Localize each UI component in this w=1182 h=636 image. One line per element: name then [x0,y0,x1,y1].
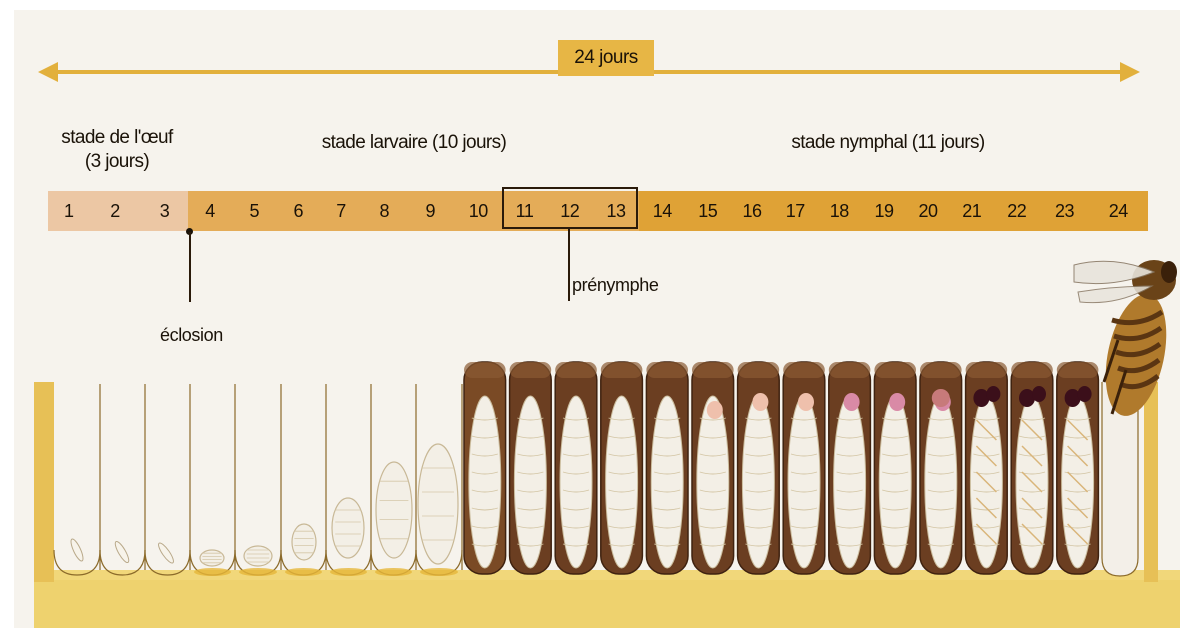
larva-icon [418,444,458,564]
comb-base-shade [34,580,1180,628]
day-cell-22: 22 [994,191,1041,231]
pupa-eye-pink [889,393,905,411]
cell-cap [692,362,734,378]
pupa-eye-pink [798,393,814,411]
pupa-icon [697,396,729,568]
day-cell-23: 23 [1040,191,1090,231]
cell-cap [510,362,552,378]
day-cell-2: 2 [89,191,141,231]
day-cell-10: 10 [454,191,503,231]
cell-cap [646,362,688,378]
larva-icon [244,546,272,566]
egg-icon [156,541,175,565]
day-cell-8: 8 [362,191,407,231]
pupa-icon [651,396,683,568]
cell-cap [829,362,871,378]
hatching-line [189,232,191,302]
day-cell-17: 17 [774,191,818,231]
pupa-icon [742,396,774,568]
royal-jelly [420,568,458,576]
cell-cap [1011,362,1053,378]
royal-jelly [330,568,367,576]
day-cell-24: 24 [1089,191,1148,231]
royal-jelly [239,568,277,576]
pupa-icon [560,396,592,568]
cell-cap [874,362,916,378]
pupa-eye-pink [844,393,860,411]
nymph-stage-label: stade nymphal (11 jours) [788,131,988,155]
day-cell-3: 3 [141,191,189,231]
larva-stage-label: stade larvaire (10 jours) [314,131,514,155]
bee-part [1161,261,1177,283]
hatching-label: éclosion [160,325,223,346]
egg-icon [113,540,131,564]
pupa-icon [514,396,546,568]
cell-cap [738,362,780,378]
arrow-right-head [1120,62,1140,82]
cell-cap [555,362,597,378]
pupa-eye-dark [1032,386,1046,402]
prenymph-bracket [502,187,638,229]
total-duration-label: 24 jours [558,40,654,76]
larva-icon [292,524,316,560]
arrow-left-head [38,62,58,82]
egg-stage-label: stade de l'œuf (3 jours) [42,126,192,174]
day-cell-5: 5 [232,191,278,231]
day-cell-21: 21 [950,191,995,231]
day-cell-16: 16 [730,191,774,231]
egg-icon [69,538,85,563]
prenymph-line [568,229,570,301]
cell-cap [966,362,1008,378]
cell-cap [783,362,825,378]
day-cell-1: 1 [48,191,90,231]
larva-icon [376,462,412,558]
pupa-icon [925,396,957,568]
prenymph-label: prénymphe [572,275,658,296]
cell-cap [464,362,506,378]
pupa-eye-pink [752,393,768,411]
cell-cap [601,362,643,378]
pupa-icon [879,396,911,568]
day-cell-6: 6 [277,191,321,231]
pupa-icon [606,396,638,568]
bee-development-diagram: 24 jours stade de l'œuf (3 jours) stade … [14,10,1180,628]
larva-icon [200,550,224,566]
day-cell-20: 20 [906,191,950,231]
pupa-eye-brown [932,389,950,407]
royal-jelly [375,568,412,576]
pupa-icon [469,396,501,568]
pupa-eye-pink [707,401,723,419]
royal-jelly [285,568,322,576]
pupa-eye-dark [986,386,1000,402]
day-cell-7: 7 [320,191,363,231]
day-cell-14: 14 [639,191,686,231]
comb-right-wall [1144,382,1158,582]
larva-icon [332,498,364,558]
pupa-icon [788,396,820,568]
cell-cap [920,362,962,378]
royal-jelly [194,568,231,576]
pupa-icon [834,396,866,568]
day-cell-18: 18 [817,191,863,231]
day-cell-4: 4 [188,191,232,231]
day-cell-9: 9 [406,191,455,231]
pupa-eye-dark [1078,386,1092,402]
day-cell-19: 19 [862,191,907,231]
comb-illustration [14,10,1180,628]
cell-cap [1057,362,1099,378]
day-cell-15: 15 [685,191,731,231]
comb-left-wall [34,382,54,582]
